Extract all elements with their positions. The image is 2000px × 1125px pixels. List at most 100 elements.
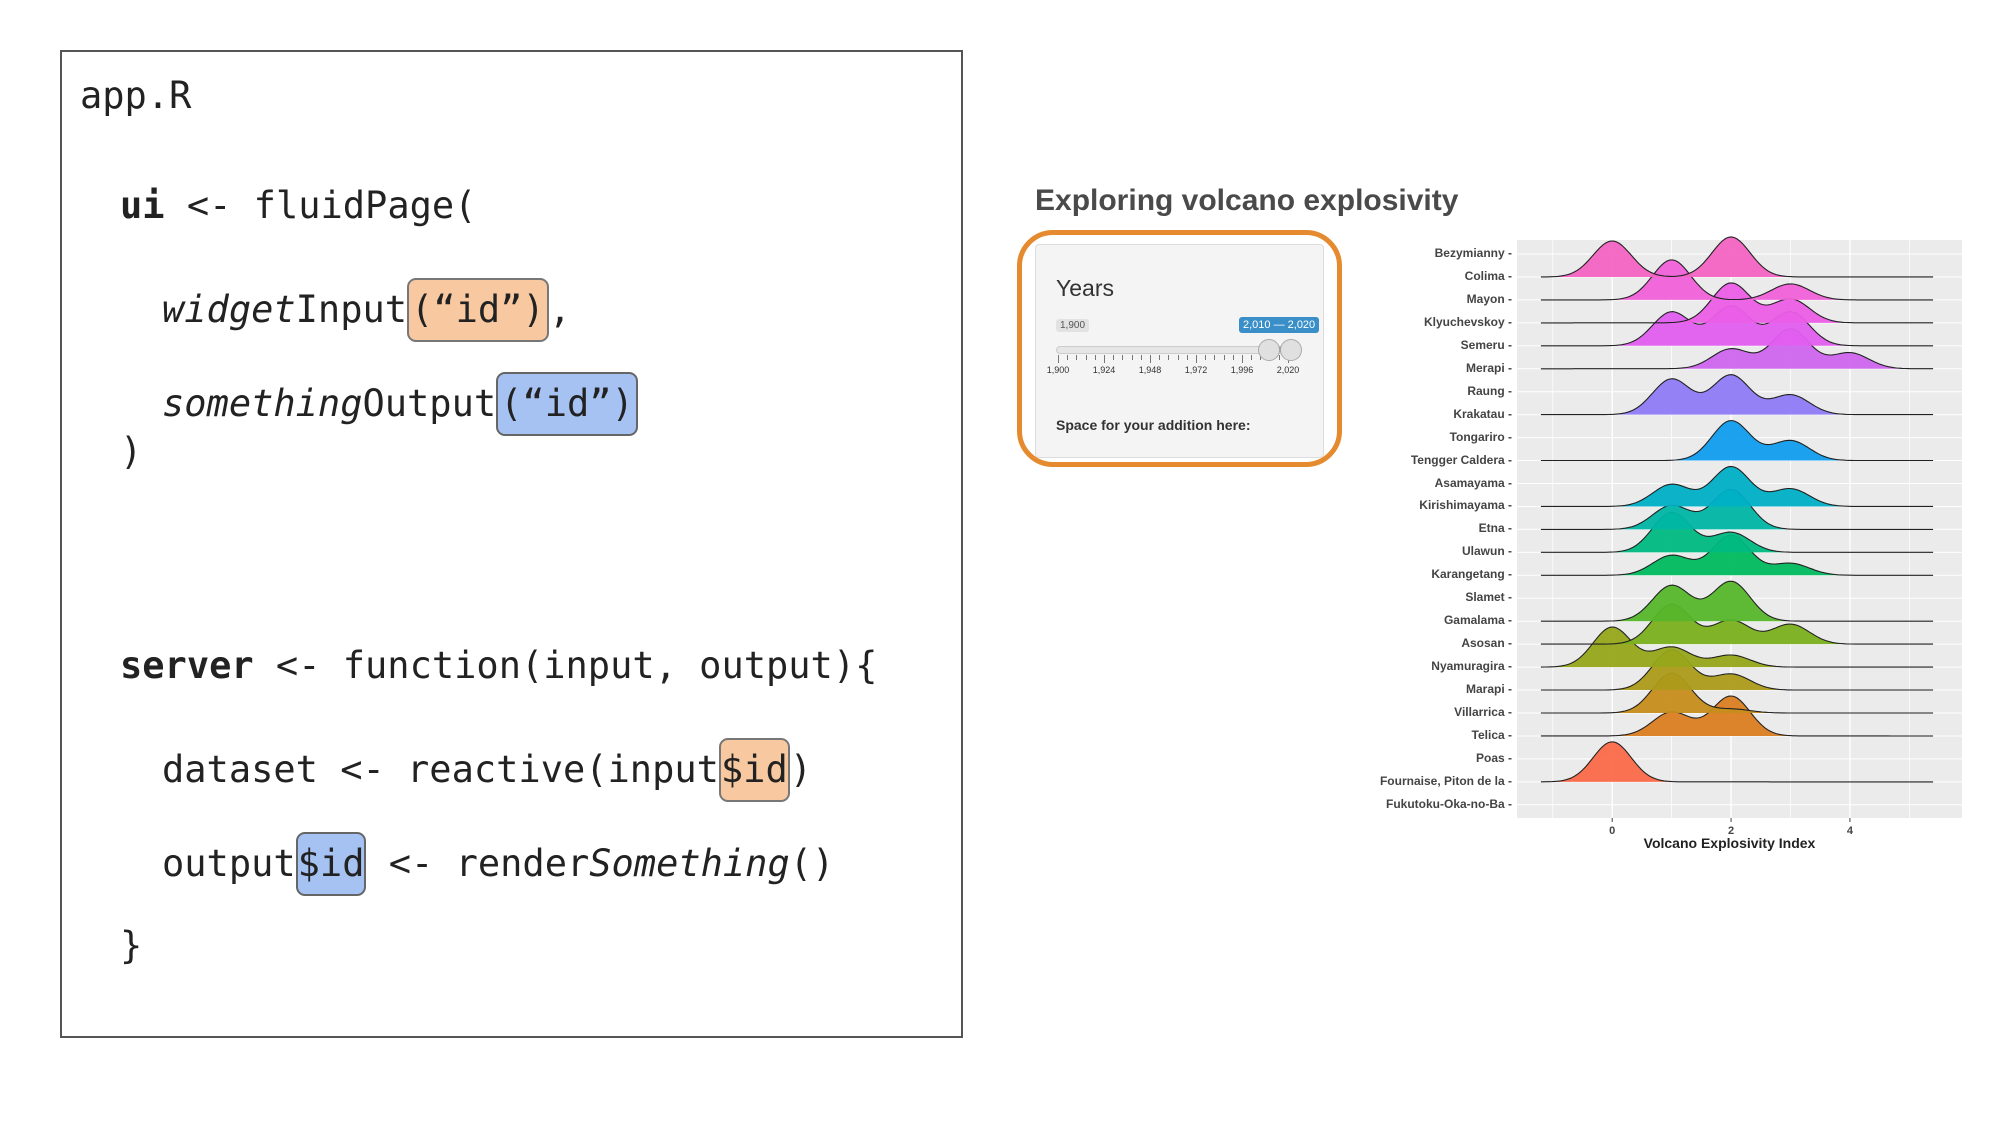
density-line: [1540, 419, 1934, 462]
category-label: Krakatau -: [1453, 406, 1512, 421]
render-id-highlight: $id: [295, 832, 367, 896]
density-area: [1540, 466, 1934, 507]
density-area: [1540, 420, 1934, 461]
slider-tick-label: 1,900: [1046, 365, 1070, 375]
slider-tick-label: 1,948: [1138, 365, 1162, 375]
x-tick-label: 4: [1847, 825, 1854, 837]
density-area: [1540, 489, 1934, 530]
density-line: [1540, 328, 1934, 370]
ui-assign: <- fluidPage(: [164, 184, 477, 227]
slider-handle-high[interactable]: [1280, 339, 1302, 361]
density-line: [1540, 649, 1934, 691]
slider-tick-label: 1,972: [1184, 365, 1208, 375]
slider-tick: [1214, 355, 1216, 360]
density-line: [1540, 374, 1934, 416]
density-area: [1540, 512, 1934, 553]
output-id-highlight: (“id”): [496, 372, 638, 436]
slider-tick-label: 1,996: [1230, 365, 1254, 375]
space-label: Space for your addition here:: [1056, 417, 1251, 433]
dataset-close: ): [789, 748, 813, 791]
dataset-id-highlight: $id: [718, 738, 790, 802]
category-label: Colima -: [1464, 268, 1512, 283]
category-label: Slamet -: [1465, 590, 1512, 605]
slider-tick: [1232, 355, 1234, 360]
filename: app.R: [80, 74, 192, 117]
density-area: [1540, 696, 1934, 736]
server-close-brace: }: [120, 924, 143, 967]
density-line: [1540, 695, 1934, 737]
server-keyword: server: [120, 644, 254, 687]
category-label: Asamayama -: [1434, 475, 1512, 490]
slider-min-label: 1,900: [1056, 319, 1090, 332]
slider-tick: [1242, 355, 1243, 363]
slider-tick-label: 1,924: [1092, 365, 1116, 375]
x-axis-label: Volcano Explosivity Index: [1644, 835, 1816, 851]
category-label: Mayon -: [1466, 291, 1512, 306]
category-label: Gamalama -: [1443, 613, 1512, 628]
code-panel: app.R ui <- fluidPage( widgetInput(“id”)…: [60, 50, 963, 1038]
category-label: Fukutoku-Oka-no-Ba -: [1386, 796, 1512, 811]
density-area: [1540, 236, 1934, 277]
server-function: <- function(input, output){: [253, 644, 878, 687]
server-line: server <- function(input, output){: [120, 644, 877, 688]
density-area: [1540, 581, 1934, 622]
slider-tick: [1094, 355, 1096, 360]
render-line: output$id <- renderSomething(): [162, 832, 834, 896]
slider-tick: [1223, 355, 1225, 360]
app-title: Exploring volcano explosivity: [1035, 184, 1459, 217]
years-label: Years: [1056, 275, 1114, 301]
widget-id-highlight: (“id”): [407, 278, 549, 342]
slider-tick: [1177, 355, 1179, 360]
slider-tick: [1058, 355, 1059, 363]
density-area: [1540, 305, 1934, 346]
slider-tick: [1104, 355, 1105, 363]
category-label: Bezymianny -: [1434, 246, 1512, 260]
widget-line: widgetInput(“id”),: [162, 278, 571, 342]
density-line: [1540, 511, 1934, 553]
category-label: Tongariro -: [1449, 429, 1512, 444]
slider-tick-label: 2,020: [1276, 365, 1300, 375]
slider-tick: [1159, 355, 1161, 360]
density-area: [1540, 328, 1934, 369]
slider-tick: [1196, 355, 1197, 363]
slider-handle-low[interactable]: [1258, 339, 1280, 361]
category-label: Ulawun -: [1462, 544, 1512, 559]
category-label: Etna -: [1478, 521, 1512, 536]
slider-tick: [1186, 355, 1188, 360]
density-area: [1540, 650, 1934, 691]
slider-tick: [1140, 355, 1142, 360]
x-tick-label: 2: [1728, 825, 1734, 837]
widget-comma: ,: [548, 288, 571, 331]
ui-close-paren: ): [120, 430, 143, 473]
density-area: [1540, 741, 1934, 782]
density-line: [1540, 672, 1934, 714]
density-line: [1540, 465, 1934, 507]
slider-tick: [1076, 355, 1078, 360]
category-label: Tengger Caldera -: [1410, 452, 1512, 467]
category-label: Nyamuragira -: [1431, 659, 1512, 674]
ui-keyword: ui: [120, 184, 165, 227]
slider-tick: [1205, 355, 1207, 360]
category-label: Marapi -: [1465, 682, 1512, 697]
category-label: Raung -: [1467, 383, 1512, 398]
density-line: [1540, 741, 1934, 783]
density-area: [1540, 535, 1934, 576]
density-line: [1540, 282, 1934, 324]
output-output: Output: [362, 382, 497, 425]
slider-tick: [1150, 355, 1151, 363]
render-output: output: [162, 842, 296, 885]
slider-range-label: 2,010 — 2,020: [1239, 317, 1320, 333]
slider-tick: [1251, 355, 1253, 360]
density-line: [1540, 259, 1934, 301]
density-line: [1540, 236, 1934, 278]
ui-line: ui <- fluidPage(: [120, 184, 476, 228]
density-area: [1540, 282, 1934, 323]
category-label: Semeru -: [1460, 337, 1512, 352]
category-label: Kirishimayama -: [1419, 498, 1512, 513]
slider-tick: [1122, 355, 1124, 360]
render-something: Something: [589, 842, 790, 885]
category-label: Telica -: [1471, 727, 1512, 742]
slider-tick: [1168, 355, 1170, 360]
slider-tick: [1113, 355, 1115, 360]
